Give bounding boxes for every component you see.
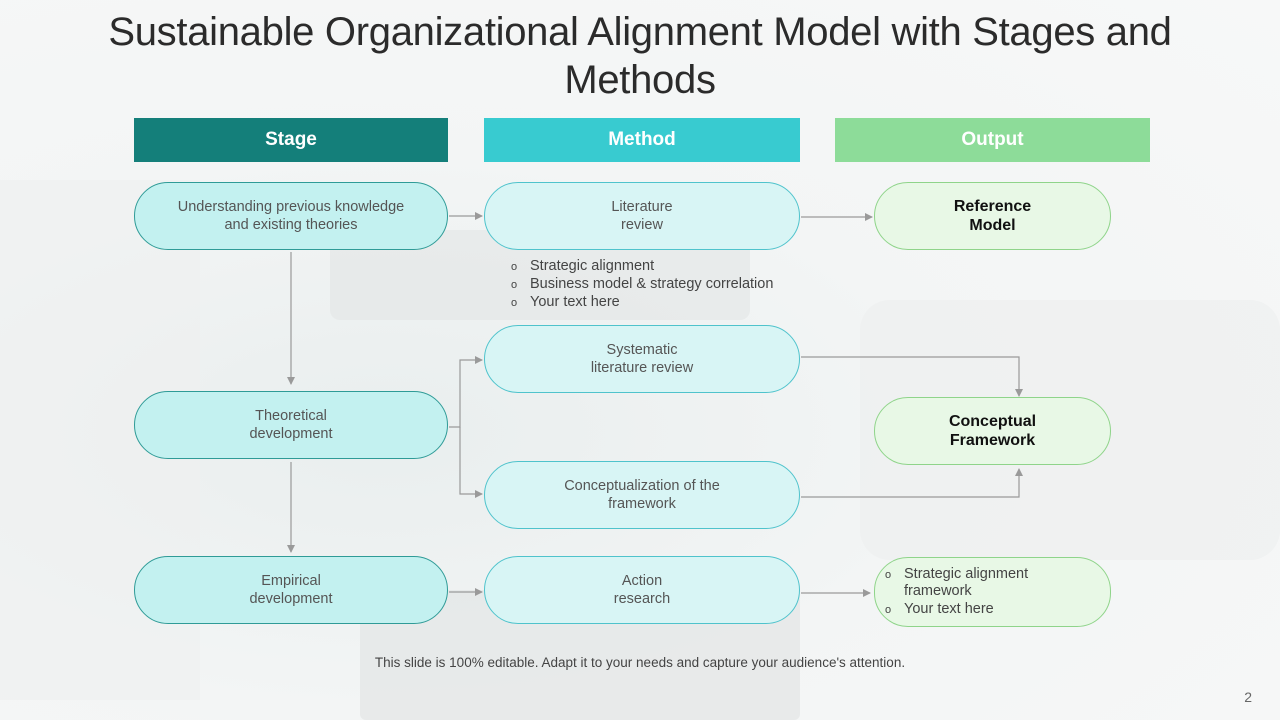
bullet-marker: o xyxy=(885,568,892,581)
stage-theoretical: Theoretical development xyxy=(134,391,448,459)
output-label: Reference Model xyxy=(953,198,1032,234)
stage-label: Understanding previous knowledge and exi… xyxy=(177,199,405,233)
bullet-text: Your text here xyxy=(530,294,620,310)
stage-label: Theoretical development xyxy=(249,408,333,442)
stage-header: Stage xyxy=(134,118,448,162)
list-item: o Your text here xyxy=(511,294,773,312)
method-label: Literature review xyxy=(611,199,673,233)
method-literature-review: Literature review xyxy=(484,182,800,250)
list-item: o Strategic alignment framework xyxy=(885,566,1028,601)
bullet-marker: o xyxy=(885,603,892,616)
output-conceptual-framework: Conceptual Framework xyxy=(874,397,1111,465)
bullet-text: Strategic alignment xyxy=(530,258,655,274)
method-header: Method xyxy=(484,118,800,162)
stage-empirical: Empirical development xyxy=(134,556,448,624)
method-label: Systematic literature review xyxy=(590,342,694,376)
bullet-marker: o xyxy=(511,297,518,309)
output-header: Output xyxy=(835,118,1150,162)
method-label: Conceptualization of the framework xyxy=(564,478,720,512)
slide-title: Sustainable Organizational Alignment Mod… xyxy=(108,10,1172,102)
bullet-text: Strategic alignment framework xyxy=(904,565,1029,600)
stage-understanding: Understanding previous knowledge and exi… xyxy=(134,182,448,250)
output-label: Conceptual Framework xyxy=(948,413,1037,449)
bullet-text: Your text here xyxy=(904,600,994,617)
list-item: o Business model & strategy correlation xyxy=(511,276,773,294)
page-number: 2 xyxy=(1244,689,1252,705)
stage-label: Empirical development xyxy=(249,573,333,607)
list-item: o Your text here xyxy=(885,601,1028,619)
method-conceptualization: Conceptualization of the framework xyxy=(484,461,800,529)
bullet-marker: o xyxy=(511,261,518,273)
footer-note: This slide is 100% editable. Adapt it to… xyxy=(374,655,906,670)
output-reference-model: Reference Model xyxy=(874,182,1111,250)
list-item: o Strategic alignment xyxy=(511,258,773,276)
method-label: Action research xyxy=(613,573,671,607)
method-action-research: Action research xyxy=(484,556,800,624)
method-systematic-review: Systematic literature review xyxy=(484,325,800,393)
bullet-text: Business model & strategy correlation xyxy=(530,276,774,292)
bullet-marker: o xyxy=(511,279,518,291)
